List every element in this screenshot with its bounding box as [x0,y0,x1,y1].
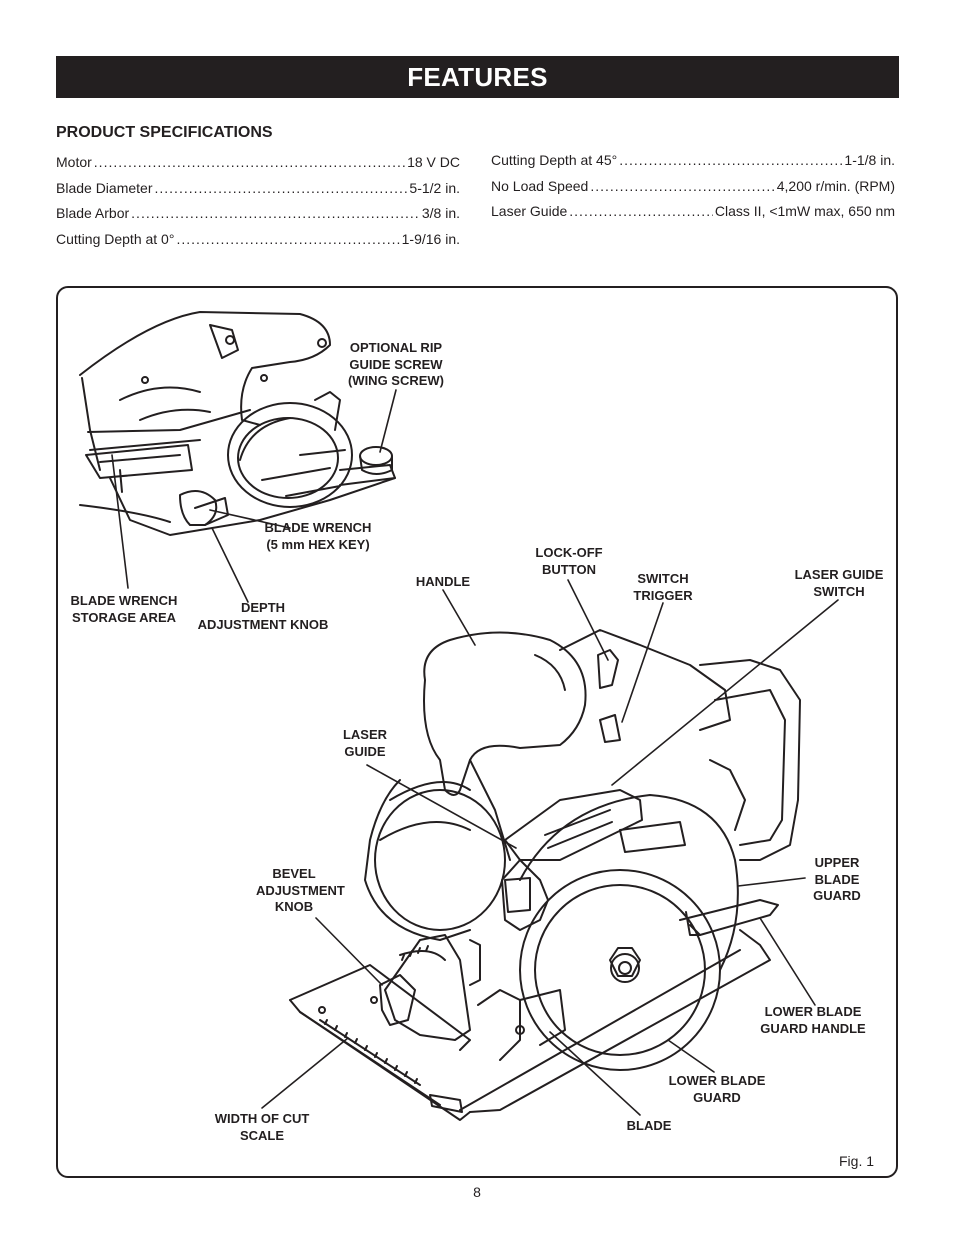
callout-lower-blade-guard: LOWER BLADE GUARD [668,1073,766,1105]
spec-row: Cutting Depth at 0° 1-9/16 in. [56,231,460,257]
specs-left-column: Motor 18 V DC Blade Diameter 5-1/2 in. Bla… [56,154,460,256]
callout-blade-wrench: BLADE WRENCH (5 mm HEX KEY) [264,520,372,552]
spec-row: Laser Guide Class II, <1mW max, 650 nm [491,203,895,229]
spec-row: No Load Speed 4,200 r/min. (RPM) [491,178,895,204]
figure-caption: Fig. 1 [839,1153,875,1169]
callout-depth-adjustment-knob: DEPTH ADJUSTMENT KNOB [197,600,329,632]
spec-value: 3/8 in. [421,205,460,221]
callout-lower-blade-guard-handle: LOWER BLADE GUARD HANDLE [760,1004,866,1036]
spec-row: Motor 18 V DC [56,154,460,180]
spec-value: 1-9/16 in. [401,230,460,247]
spec-value: 1-1/8 in. [844,152,895,168]
callout-blade: BLADE [626,1118,672,1133]
specs-heading: PRODUCT SPECIFICATIONS [56,124,273,141]
spec-value: 18 V DC [407,154,460,170]
figure-frame [56,286,898,1178]
callout-laser-guide-switch: LASER GUIDE SWITCH [794,567,884,599]
saw-detail-inset [79,311,396,536]
spec-row: Blade Diameter 5-1/2 in. [56,180,460,206]
section-title: FEATURES [56,56,899,98]
spec-label: No Load Speed [491,177,589,194]
spec-label: Blade Diameter [56,179,153,196]
callout-laser-guide: LASER GUIDE [342,727,388,759]
callout-lock-off-button: LOCK-OFF BUTTON [535,545,603,577]
callout-handle: HANDLE [415,574,471,589]
spec-row: Blade Arbor 3/8 in. [56,205,460,231]
spec-label: Motor [56,154,92,170]
page-number: 8 [473,1184,481,1200]
saw-main-body [289,629,801,1121]
spec-label: Laser Guide [491,203,568,219]
spec-value: Class II, <1mW max, 650 nm [714,203,895,219]
callout-bevel-adjustment-knob: BEVEL ADJUSTMENT KNOB [256,866,345,914]
spec-label: Cutting Depth at 0° [56,230,175,247]
callout-blade-wrench-storage: BLADE WRENCH STORAGE AREA [70,593,178,625]
callout-width-of-cut-scale: WIDTH OF CUT SCALE [214,1111,310,1143]
callout-upper-blade-guard: UPPER BLADE GUARD [813,855,861,903]
callout-rip-guide-screw: OPTIONAL RIP GUIDE SCREW (WING SCREW) [347,340,445,388]
spec-label: Cutting Depth at 45° [491,152,618,168]
callout-switch-trigger: SWITCH TRIGGER [633,571,693,603]
spec-label: Blade Arbor [56,205,130,221]
spec-row: Cutting Depth at 45° 1-1/8 in. [491,152,895,178]
specs-right-column: Cutting Depth at 45° 1-1/8 in. No Load Sp… [491,152,895,229]
callout-leader-lines [111,389,839,1116]
spec-value: 4,200 r/min. (RPM) [776,177,895,194]
spec-value: 5-1/2 in. [409,179,460,196]
